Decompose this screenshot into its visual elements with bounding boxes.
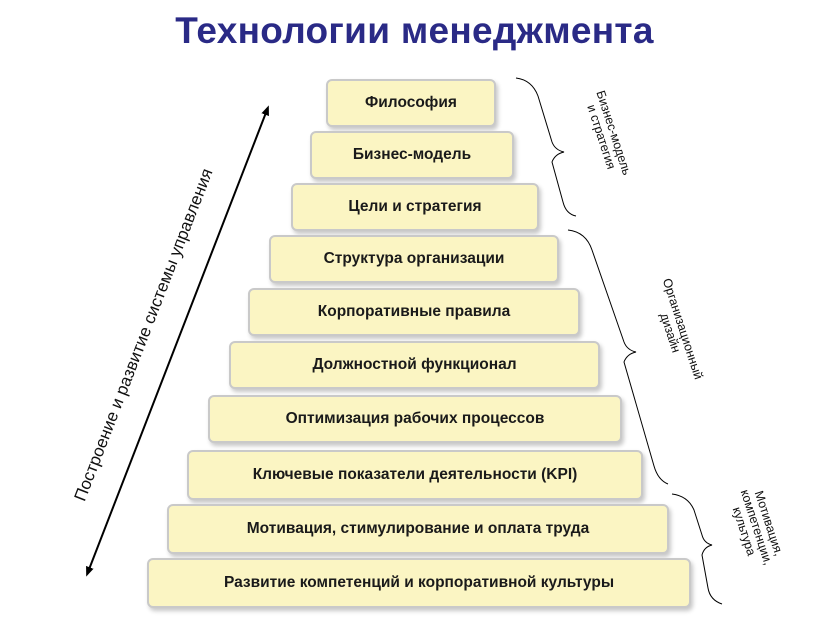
pyramid-level-philosophy: Философия	[326, 79, 496, 127]
brace-business-strategy	[515, 77, 577, 217]
level-label: Мотивация, стимулирование и оплата труда	[246, 520, 590, 537]
level-label: Ключевые показатели деятельности (KPI)	[252, 466, 578, 483]
pyramid-level-business-model: Бизнес-модель	[310, 131, 514, 179]
pyramid-level-job-functions: Должностной функционал	[229, 341, 600, 389]
page-title: Технологии менеджмента	[175, 10, 654, 51]
brace-motivation-culture	[671, 493, 723, 605]
pyramid-level-org-structure: Структура организации	[269, 235, 559, 283]
level-label: Цели и стратегия	[348, 198, 482, 215]
level-label: Должностной функционал	[312, 356, 517, 373]
pyramid-level-goals-strategy: Цели и стратегия	[291, 183, 539, 231]
pyramid-level-process-optimization: Оптимизация рабочих процессов	[208, 395, 622, 443]
level-label: Корпоративные правила	[317, 303, 511, 320]
brace-org-design	[567, 229, 669, 485]
level-label: Оптимизация рабочих процессов	[285, 410, 545, 427]
level-label: Бизнес-модель	[352, 146, 472, 163]
development-axis-arrow	[86, 105, 269, 577]
level-label: Структура организации	[323, 250, 505, 267]
pyramid-level-corporate-rules: Корпоративные правила	[248, 288, 580, 336]
level-label: Философия	[365, 94, 457, 111]
level-label: Развитие компетенций и корпоративной кул…	[223, 574, 615, 591]
